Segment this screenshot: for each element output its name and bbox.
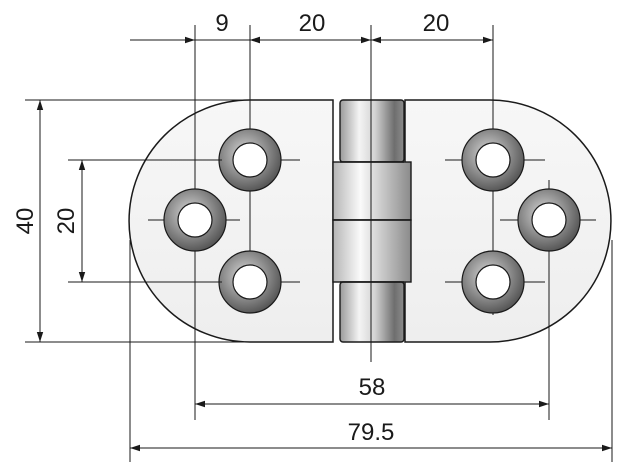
dim-label-outer-hole-span: 58 <box>359 374 386 401</box>
dim-label-hole-vertical-spacing: 20 <box>53 208 80 235</box>
dim-label-hole-offset: 9 <box>215 10 228 37</box>
countersunk-hole-icon <box>517 188 581 252</box>
countersunk-hole-icon <box>461 128 525 192</box>
dim-label-hole-to-pin-right: 20 <box>423 10 450 37</box>
countersunk-hole-icon <box>163 188 227 252</box>
dimension-left <box>36 100 86 342</box>
dim-label-hole-to-pin-left: 20 <box>299 10 326 37</box>
countersunk-hole-icon <box>218 250 282 314</box>
dim-label-overall-height: 40 <box>12 208 39 235</box>
extension-lines <box>25 99 333 343</box>
dim-label-overall-length: 79.5 <box>348 419 395 446</box>
countersunk-hole-icon <box>461 250 525 314</box>
mounting-holes <box>163 128 581 314</box>
countersunk-hole-icon <box>218 128 282 192</box>
dimension-bottom <box>130 400 612 452</box>
hinge-knuckle <box>332 99 412 343</box>
